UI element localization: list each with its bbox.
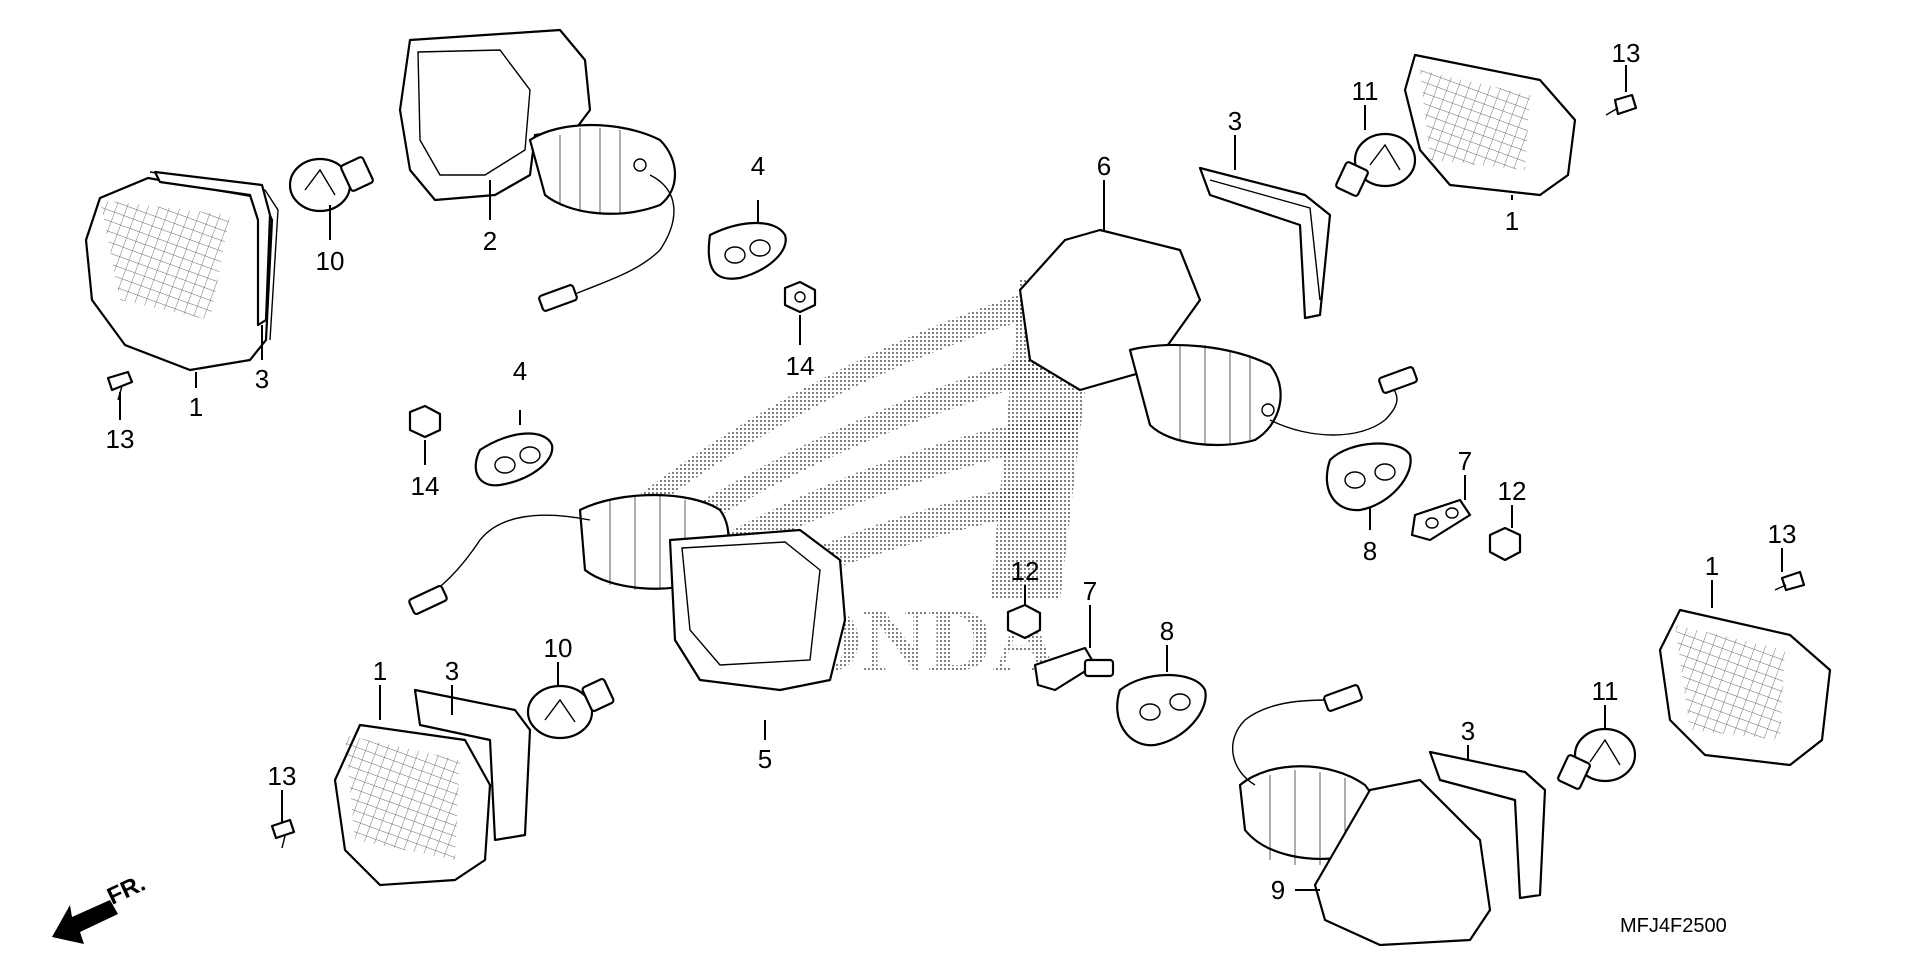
- gasket-bottom-left: [413, 688, 532, 842]
- callout-8-right: 8: [1363, 536, 1377, 566]
- callout-7-right: 7: [1458, 446, 1472, 476]
- leader-lines: [119, 65, 1783, 891]
- callout-2: 2: [483, 226, 497, 256]
- callout-7-center: 7: [1083, 576, 1097, 606]
- housing-center-left: [408, 493, 847, 692]
- callout-10-top-left: 10: [316, 246, 345, 276]
- bulb-bottom-left: [526, 678, 615, 740]
- front-arrow-icon: [52, 900, 118, 944]
- callout-12-center: 12: [1011, 556, 1040, 586]
- housing-center: [1018, 228, 1418, 447]
- housing-top-left: [398, 28, 677, 312]
- lens-top-right: [1403, 53, 1577, 197]
- bulb-top-left: [288, 156, 374, 213]
- nut-right: [1488, 526, 1522, 562]
- callout-11-bottom-right: 11: [1592, 676, 1619, 706]
- front-direction-indicator: FR.: [52, 870, 150, 944]
- callout-13-bottom-right: 13: [1768, 519, 1797, 549]
- callout-8-center: 8: [1160, 616, 1174, 646]
- bulb-top-right: [1335, 132, 1417, 197]
- callout-11-top-right: 11: [1352, 76, 1379, 106]
- gasket-top-left: [153, 170, 272, 327]
- grommet-center: [1116, 674, 1207, 747]
- callout-4-middle: 4: [513, 356, 527, 386]
- callout-13-top-left: 13: [106, 424, 135, 454]
- bulb-bottom-right: [1557, 727, 1637, 790]
- callout-4-top: 4: [751, 151, 765, 181]
- lens-top-left: [84, 171, 279, 372]
- callout-3-bottom-right: 3: [1461, 716, 1475, 746]
- callout-3-bottom-left: 3: [445, 656, 459, 686]
- callout-1-bottom-left: 1: [373, 656, 387, 686]
- callout-3-top-right: 3: [1228, 106, 1242, 136]
- callout-1-top-left: 1: [189, 392, 203, 422]
- callout-1-bottom-right: 1: [1705, 551, 1719, 581]
- callout-14-middle: 14: [411, 471, 440, 501]
- diagram-code: MFJ4F2500: [1620, 915, 1727, 937]
- plate-right: [1410, 498, 1472, 542]
- callout-6: 6: [1097, 151, 1111, 181]
- lens-bottom-right: [1658, 608, 1832, 767]
- nut-middle: [408, 404, 442, 439]
- lens-bottom-left: [333, 723, 492, 887]
- housing-bottom-right: [1231, 684, 1492, 947]
- screw-top-right: [1605, 93, 1638, 116]
- nut-top: [783, 280, 817, 314]
- callout-10-bottom-left: 10: [544, 633, 573, 663]
- callout-9: 9: [1271, 875, 1285, 905]
- callout-14-top: 14: [786, 351, 815, 381]
- screw-bottom-left: [270, 818, 296, 849]
- gasket-top-right: [1198, 166, 1332, 320]
- nut-center: [1006, 603, 1042, 640]
- callout-5: 5: [758, 744, 772, 774]
- grommet-top: [707, 221, 787, 280]
- callout-1-top-right: 1: [1505, 206, 1519, 236]
- plate-center: [1033, 646, 1115, 692]
- callout-labels: 1 3 13 10 2 4 14 4 14 6 3 11 13 1 7 12 8…: [106, 38, 1797, 905]
- callout-13-top-right: 13: [1612, 38, 1641, 68]
- grommet-right: [1325, 442, 1412, 512]
- gasket-bottom-right: [1428, 750, 1547, 900]
- grommet-middle: [474, 432, 554, 487]
- callout-13-bottom-left: 13: [268, 761, 297, 791]
- screw-bottom-right: [1774, 570, 1806, 592]
- callout-3-top-left: 3: [255, 364, 269, 394]
- callout-12-right: 12: [1498, 476, 1527, 506]
